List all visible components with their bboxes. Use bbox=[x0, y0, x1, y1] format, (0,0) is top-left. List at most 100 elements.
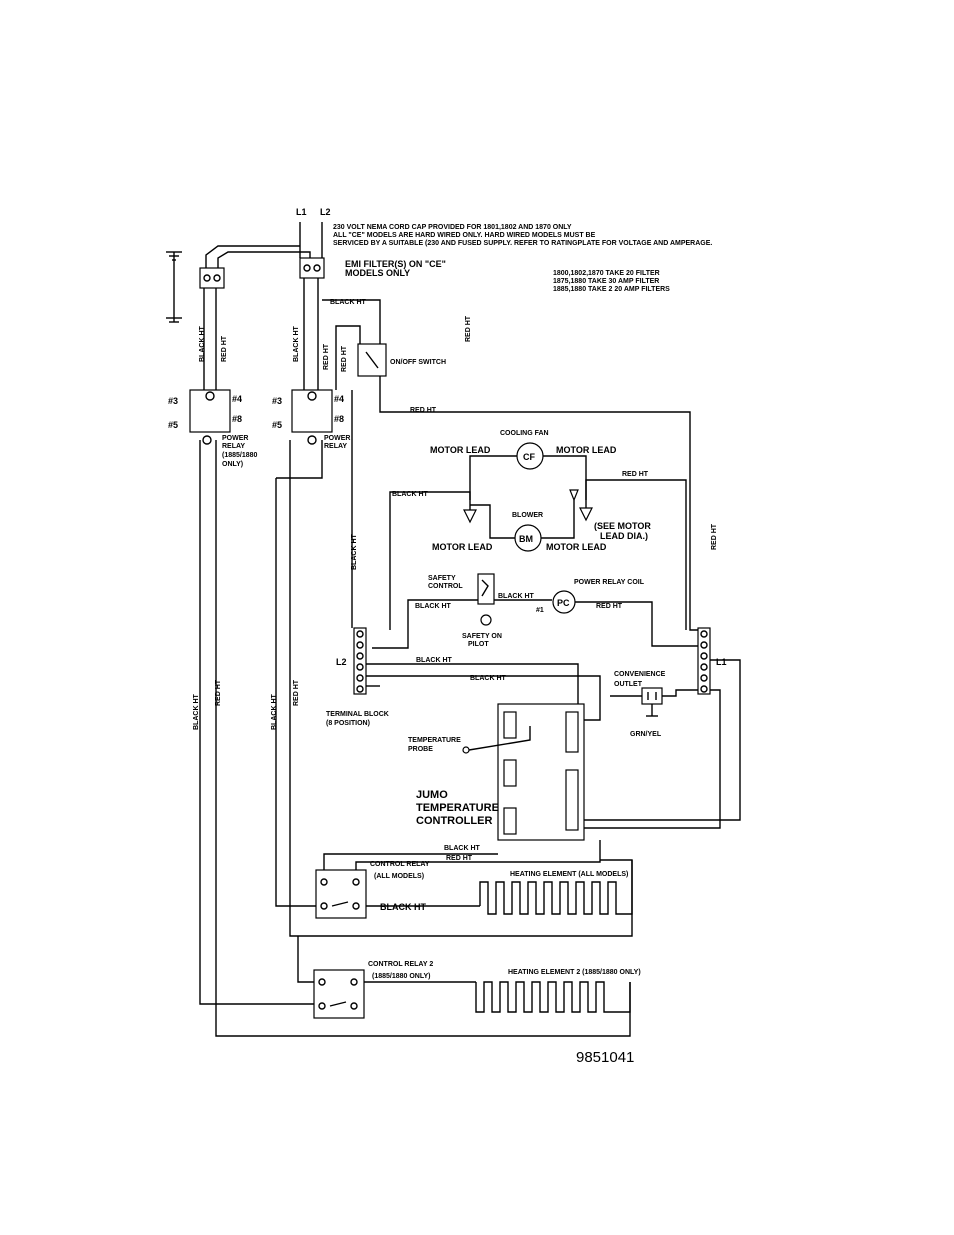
relay-left-name-1: POWER bbox=[222, 435, 248, 442]
wire-label-black-left: BLACK HT bbox=[199, 326, 206, 362]
black-ht-safety: BLACK HT bbox=[415, 603, 451, 610]
relay-left-t3: #3 bbox=[168, 396, 178, 406]
pr-coil-pc: PC bbox=[557, 598, 570, 608]
blower-see-2: LEAD DIA.) bbox=[600, 531, 648, 541]
tb-l2-label: L2 bbox=[336, 657, 347, 667]
heating-element-1 bbox=[479, 860, 633, 915]
safety-pilot-2: PILOT bbox=[468, 641, 489, 648]
tb-name-1: TERMINAL BLOCK bbox=[326, 711, 389, 718]
cr2-label-2: (1885/1880 ONLY) bbox=[372, 973, 431, 980]
heating-element-2 bbox=[475, 981, 631, 1013]
red-ht-switch: RED HT bbox=[410, 407, 437, 414]
blower-see-1: (SEE MOTOR bbox=[594, 521, 651, 531]
blower-lead-left: MOTOR LEAD bbox=[432, 542, 493, 552]
safety-pilot-1: SAFETY ON bbox=[462, 633, 502, 640]
red-ht-right-vert: RED HT bbox=[711, 523, 718, 550]
relay-right-t4: #4 bbox=[334, 394, 344, 404]
probe-label-2: PROBE bbox=[408, 746, 433, 753]
cord-note-1: 230 VOLT NEMA CORD CAP PROVIDED FOR 1801… bbox=[333, 224, 572, 231]
switch-label: ON/OFF SWITCH bbox=[390, 359, 446, 366]
temperature-probe bbox=[462, 746, 470, 754]
relay-left-t8: #8 bbox=[232, 414, 242, 424]
blower-bm: BM bbox=[519, 534, 533, 544]
pr-coil-title: POWER RELAY COIL bbox=[574, 579, 645, 586]
filter-note-2: 1875,1880 TAKE 30 AMP FILTER bbox=[553, 278, 659, 285]
emi-note-2: MODELS ONLY bbox=[345, 268, 410, 278]
relay-right-name-1: POWER bbox=[324, 435, 350, 442]
controller-label-2: TEMPERATURE bbox=[416, 802, 499, 814]
safety-label-1: SAFETY bbox=[428, 575, 456, 582]
black-ht-cr1-out: BLACK HT bbox=[380, 902, 426, 912]
black-ht-tb-2: BLACK HT bbox=[470, 675, 506, 682]
power-relay-right bbox=[291, 389, 333, 445]
red-ht-cr1: RED HT bbox=[446, 855, 473, 862]
cooling-fan-lead-left: MOTOR LEAD bbox=[430, 445, 491, 455]
wire-label-red-left: RED HT bbox=[221, 335, 228, 362]
outlet-label-2: OUTLET bbox=[614, 681, 643, 688]
terminal-block-l1 bbox=[697, 627, 711, 695]
power-relay-left bbox=[189, 389, 231, 445]
probe-label-1: TEMPERATURE bbox=[408, 737, 461, 744]
black-ht-safety-2: BLACK HT bbox=[498, 593, 534, 600]
wire-label-black-mid: BLACK HT bbox=[293, 326, 300, 362]
emi-note-1: EMI FILTER(S) ON "CE" bbox=[345, 259, 446, 269]
relay-right-name-2: RELAY bbox=[324, 443, 347, 450]
cooling-fan-cf: CF bbox=[523, 452, 535, 462]
relay-right-t3: #3 bbox=[272, 396, 282, 406]
cr2-label-1: CONTROL RELAY 2 bbox=[368, 961, 433, 968]
red-ht-fan: RED HT bbox=[622, 471, 649, 478]
tb-name-2: (8 POSITION) bbox=[326, 720, 370, 727]
cr1-label-1: CONTROL RELAY bbox=[370, 861, 430, 868]
l1-label: L1 bbox=[296, 207, 307, 217]
safety-label-2: CONTROL bbox=[428, 583, 463, 590]
cooling-fan-title: COOLING FAN bbox=[500, 430, 549, 437]
control-relay-1 bbox=[315, 869, 367, 919]
red-ht-vert: RED HT bbox=[465, 315, 472, 342]
relay-left-name-3: (1885/1880 bbox=[222, 452, 258, 459]
outlet-gnd: GRN/YEL bbox=[630, 731, 662, 738]
black-ht-tb-1: BLACK HT bbox=[416, 657, 452, 664]
ground-symbol bbox=[166, 251, 182, 323]
red-ht-long-left: RED HT bbox=[293, 679, 300, 706]
cord-note-2: ALL "CE" MODELS ARE HARD WIRED ONLY. HAR… bbox=[333, 232, 596, 239]
l2-label: L2 bbox=[320, 207, 331, 217]
relay-left-name-4: ONLY) bbox=[222, 461, 243, 468]
red-ht-coil: RED HT bbox=[596, 603, 623, 610]
black-ht-cr1: BLACK HT bbox=[444, 845, 480, 852]
emi-filter-left bbox=[199, 267, 225, 289]
jumo-controller bbox=[497, 703, 585, 841]
part-number: 9851041 bbox=[576, 1049, 634, 1066]
pr-coil-t1: #1 bbox=[536, 607, 544, 614]
control-relay-2 bbox=[313, 969, 365, 1019]
black-ht-top: BLACK HT bbox=[330, 299, 366, 306]
convenience-outlet bbox=[641, 687, 663, 717]
relay-right-t8: #8 bbox=[334, 414, 344, 424]
red-ht-far-left: RED HT bbox=[215, 679, 222, 706]
cord-note-3: SERVICED BY A SUITABLE (230 AND FUSED SU… bbox=[333, 240, 712, 247]
black-ht-far-left: BLACK HT bbox=[193, 694, 200, 730]
relay-right-t5: #5 bbox=[272, 420, 282, 430]
controller-label-3: CONTROLLER bbox=[416, 815, 492, 827]
filter-note-1: 1800,1802,1870 TAKE 20 FILTER bbox=[553, 270, 660, 277]
he2-label: HEATING ELEMENT 2 (1885/1880 ONLY) bbox=[508, 969, 641, 976]
black-ht-tb-vert: BLACK HT bbox=[351, 534, 358, 570]
relay-left-t5: #5 bbox=[168, 420, 178, 430]
black-ht-fan: BLACK HT bbox=[392, 491, 428, 498]
controller-label-1: JUMO bbox=[416, 789, 448, 801]
cr1-label-2: (ALL MODELS) bbox=[374, 873, 424, 880]
emi-filter-right bbox=[299, 257, 325, 279]
relay-left-name-2: RELAY bbox=[222, 443, 245, 450]
blower-title: BLOWER bbox=[512, 512, 543, 519]
outlet-label-1: CONVENIENCE bbox=[614, 671, 666, 678]
wire-label-red-mid: RED HT bbox=[323, 343, 330, 370]
black-ht-long-left: BLACK HT bbox=[271, 694, 278, 730]
tb-l1-label: L1 bbox=[716, 657, 727, 667]
terminal-block-l2 bbox=[353, 627, 367, 695]
filter-note-3: 1885,1880 TAKE 2 20 AMP FILTERS bbox=[553, 286, 670, 293]
cooling-fan-lead-right: MOTOR LEAD bbox=[556, 445, 617, 455]
safety-control bbox=[477, 573, 495, 626]
relay-left-t4: #4 bbox=[232, 394, 242, 404]
he1-label: HEATING ELEMENT (ALL MODELS) bbox=[510, 871, 628, 878]
on-off-switch bbox=[357, 343, 387, 377]
